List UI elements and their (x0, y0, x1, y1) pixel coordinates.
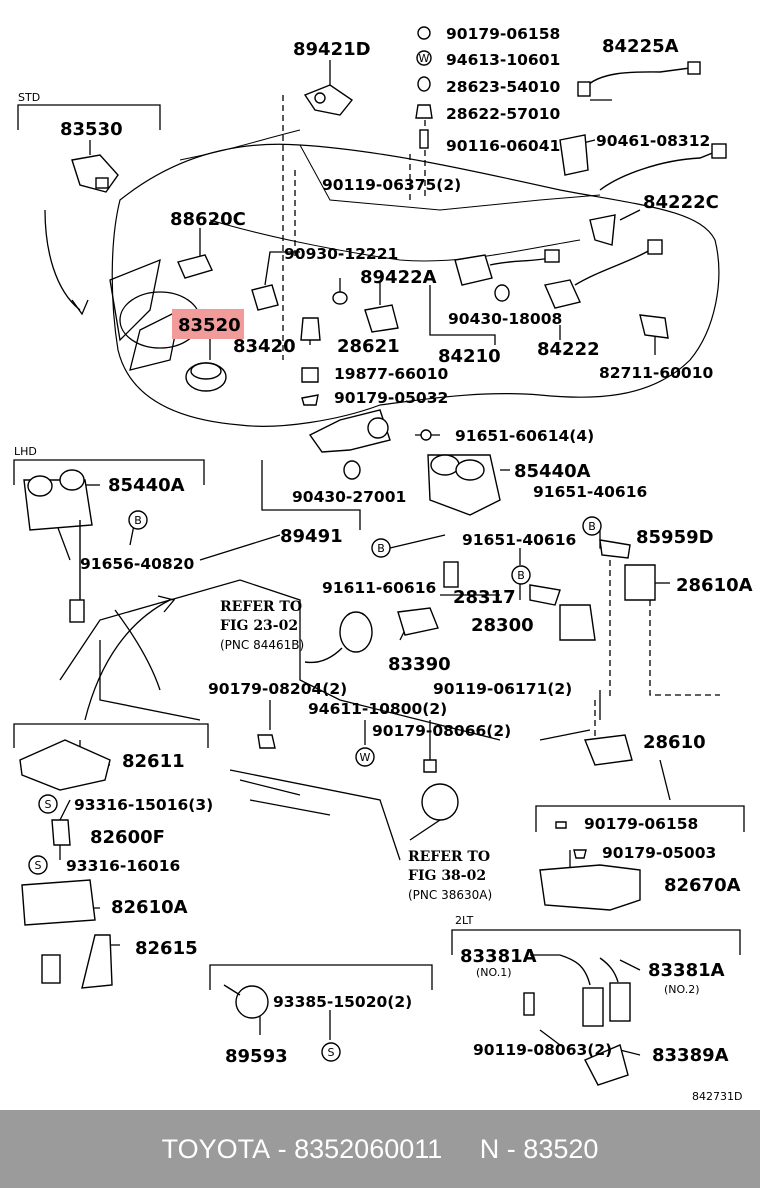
part-footer-bar: TOYOTA - 8352060011 N - 83520 (0, 1110, 760, 1188)
symbol-b: B (377, 542, 385, 555)
part-label[interactable]: 91651-40616 (462, 531, 576, 549)
part-label[interactable]: 90116-06041 (446, 137, 560, 155)
part-label[interactable]: 85440A (108, 475, 185, 496)
part-label[interactable]: 89491 (280, 526, 343, 547)
part-label[interactable]: 82711-60010 (599, 364, 713, 382)
symbol-b: B (588, 520, 596, 533)
washer-symbol: W (419, 52, 430, 65)
footer-separator: - (499, 1133, 524, 1164)
part-label[interactable]: 83420 (233, 336, 296, 357)
part-label[interactable]: 82611 (122, 751, 185, 772)
figure-code: 842731D (692, 1090, 742, 1103)
part-label[interactable]: 82610A (111, 897, 188, 918)
part-label[interactable]: 90930-12221 (284, 245, 398, 263)
part-label[interactable]: 91651-60614(4) (455, 427, 594, 445)
part-label[interactable]: 84225A (602, 36, 679, 57)
refer-note: FIG 23-02 (220, 618, 298, 634)
part-label[interactable]: 83381A (460, 946, 537, 967)
part-label[interactable]: 90461-08312 (596, 132, 710, 150)
symbol-b: B (134, 514, 142, 527)
part-label[interactable]: 28621 (337, 336, 400, 357)
part-label[interactable]: 28300 (471, 615, 534, 636)
part-label[interactable]: 85440A (514, 461, 591, 482)
part-label[interactable]: 19877-66010 (334, 365, 448, 383)
part-label[interactable]: 90179-06158 (584, 815, 698, 833)
footer-pnc: 83520 (523, 1133, 599, 1164)
part-label[interactable]: 90430-18008 (448, 310, 562, 328)
footer-gap (442, 1134, 480, 1165)
part-label[interactable]: 90119-08063(2) (473, 1041, 612, 1059)
part-label[interactable]: 90119-06171(2) (433, 680, 572, 698)
part-label[interactable]: 93316-16016 (66, 857, 180, 875)
part-label[interactable]: 28622-57010 (446, 105, 560, 123)
symbol-s: S (328, 1046, 335, 1059)
part-label[interactable]: 83381A (648, 960, 725, 981)
refer-note: REFER TO (408, 849, 490, 865)
part-label[interactable]: 91611-60616 (322, 579, 436, 597)
part-label[interactable]: 94613-10601 (446, 51, 560, 69)
part-label[interactable]: 28610 (643, 732, 706, 753)
part-label[interactable]: 90179-05032 (334, 389, 448, 407)
part-label[interactable]: 83389A (652, 1045, 729, 1066)
part-label[interactable]: 28317 (453, 587, 516, 608)
part-label[interactable]: 90119-06375(2) (322, 176, 461, 194)
part-label[interactable]: 84210 (438, 346, 501, 367)
part-label[interactable]: 28623-54010 (446, 78, 560, 96)
refer-note: REFER TO (220, 599, 302, 615)
part-label[interactable]: 83390 (388, 654, 451, 675)
footer-n-label: N (479, 1133, 500, 1164)
part-label[interactable]: 82670A (664, 875, 741, 896)
part-label[interactable]: 84222 (537, 339, 600, 360)
part-highlight (172, 309, 244, 339)
parts-diagram: W (13, 25, 753, 1103)
part-label[interactable]: 90179-08204(2) (208, 680, 347, 698)
part-label[interactable]: 28610A (676, 575, 753, 596)
part-label[interactable]: 85959D (636, 527, 714, 548)
section-label-lhd: LHD (14, 445, 37, 458)
section-label-std: STD (18, 91, 40, 104)
part-label[interactable]: 90179-08066(2) (372, 722, 511, 740)
footer-part-number: 8352060011 (294, 1133, 443, 1164)
part-label[interactable]: 90179-05003 (602, 844, 716, 862)
refer-note: FIG 38-02 (408, 868, 486, 884)
symbol-s: S (45, 798, 52, 811)
part-label[interactable]: 91651-40616 (533, 483, 647, 501)
part-label[interactable]: 84222C (643, 192, 719, 213)
part-label[interactable]: 89421D (293, 39, 371, 60)
symbol-b: B (517, 569, 525, 582)
part-label-highlighted[interactable]: 83520 (178, 315, 241, 336)
part-label[interactable]: 93316-15016(3) (74, 796, 213, 814)
symbol-s: S (35, 859, 42, 872)
part-label[interactable]: 89593 (225, 1046, 288, 1067)
part-label[interactable]: 82600F (90, 827, 165, 848)
part-label[interactable]: 93385-15020(2) (273, 993, 412, 1011)
part-label[interactable]: 89422A (360, 267, 437, 288)
footer-separator: - (270, 1133, 295, 1164)
part-label[interactable]: 91656-40820 (80, 555, 194, 573)
part-label[interactable]: 88620C (170, 209, 246, 230)
variant-note: (NO.1) (476, 966, 512, 979)
part-label[interactable]: 90430-27001 (292, 488, 406, 506)
footer-brand: TOYOTA (161, 1133, 271, 1164)
refer-note: (PNC 84461B) (220, 638, 304, 652)
part-label[interactable]: 83530 (60, 119, 123, 140)
part-label[interactable]: 90179-06158 (446, 25, 560, 43)
part-label[interactable]: 82615 (135, 938, 198, 959)
section-label-2lt: 2LT (455, 914, 474, 927)
symbol-w: W (360, 751, 371, 764)
part-label[interactable]: 94611-10800(2) (308, 700, 447, 718)
variant-note: (NO.2) (664, 983, 700, 996)
refer-note: (PNC 38630A) (408, 888, 492, 902)
